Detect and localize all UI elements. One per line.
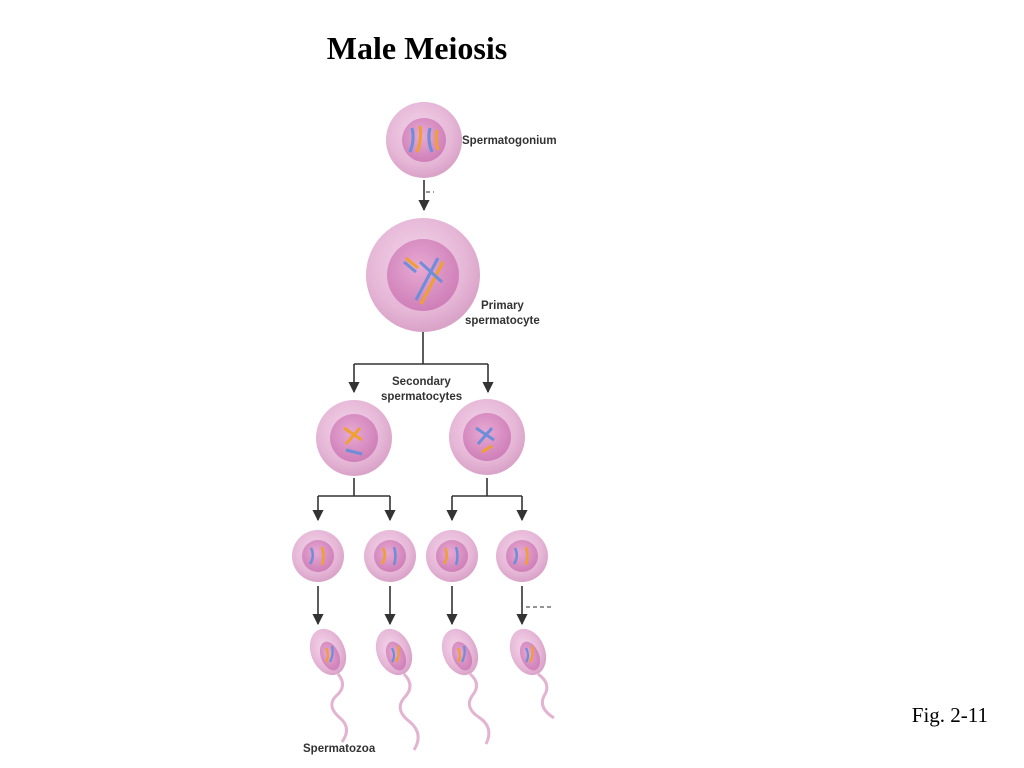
spermatozoon-2 (375, 628, 420, 751)
label-secondary-line2: spermatocytes (381, 391, 462, 403)
spermatozoon-3 (441, 628, 491, 745)
label-primary-line1: Primary (481, 300, 524, 312)
branch-right (446, 478, 528, 522)
branch-to-secondary (348, 332, 494, 394)
spermatid-2 (364, 530, 416, 582)
primary-spermatocyte-cell (366, 218, 480, 332)
secondary-spermatocyte-cell-right (449, 399, 525, 475)
branch-left (312, 478, 396, 522)
spermatid-1 (292, 530, 344, 582)
spermatozoon-4 (509, 628, 555, 720)
label-spermatozoa: Spermatozoa (303, 743, 376, 755)
label-spermatogonium: Spermatogonium (462, 135, 557, 147)
secondary-spermatocyte-cell-left (316, 400, 392, 476)
spermatid-4 (496, 530, 548, 582)
spermatozoon-1 (309, 628, 348, 743)
arrows-to-spermatozoa (312, 586, 528, 626)
label-primary-line2: spermatocyte (465, 315, 540, 327)
spermatogonium-cell (386, 102, 462, 178)
spermatid-3 (426, 530, 478, 582)
label-secondary-line1: Secondary (392, 376, 451, 388)
figure-caption: Fig. 2-11 (911, 703, 988, 727)
slide-title: Male Meiosis (326, 30, 508, 66)
